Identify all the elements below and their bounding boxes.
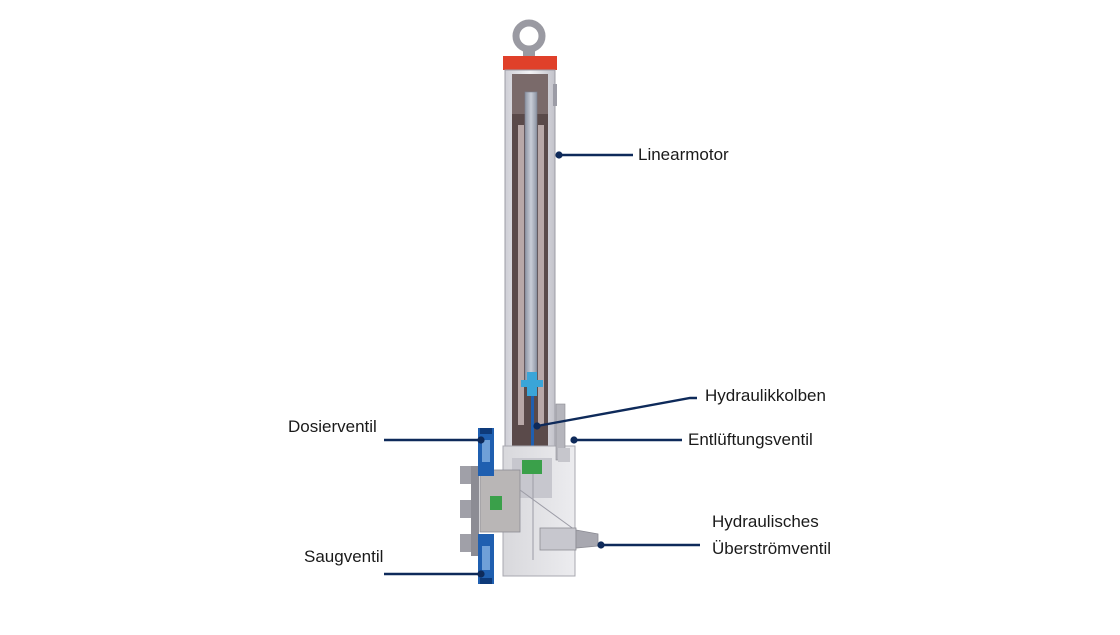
label-linearmotor: Linearmotor [638,145,729,164]
leader-hydraulikkolben [536,396,697,428]
label-dosierventil: Dosierventil [288,417,377,436]
leader-dots [477,151,605,578]
dosing-valve [478,428,494,476]
label-saugventil: Saugventil [304,547,384,566]
hydraulic-piston [521,372,543,448]
label-ueberstroem-line1: Hydraulisches [712,512,819,531]
motor-rod [524,91,538,383]
label-ueberstroem-line2: Überströmventil [712,539,832,558]
top-cap [503,56,557,70]
lifting-eye-icon [512,19,546,56]
label-entlueftungsventil: Entlüftungsventil [688,430,813,449]
left-fittings [460,466,479,556]
leader-lines [384,153,700,576]
label-hydraulikkolben: Hydraulikkolben [705,386,826,405]
venting-valve [555,403,570,462]
overflow-valve [539,527,599,551]
